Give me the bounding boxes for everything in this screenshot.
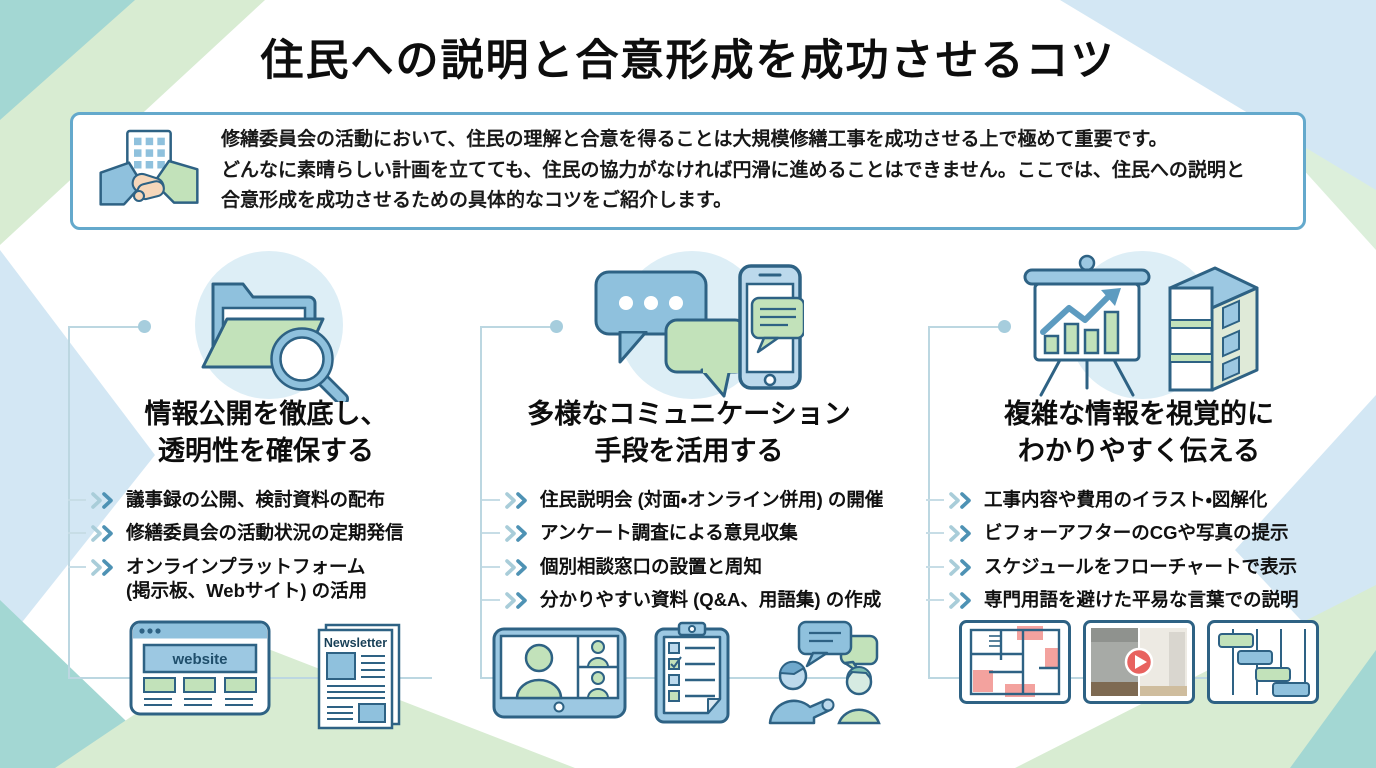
connector-line <box>68 326 70 677</box>
double-chevron-icon <box>505 525 527 543</box>
bullet-list: 住民説明会 (対面・オンライン併用) の開催 アンケート調査による意見収集 個別… <box>482 488 904 622</box>
website-browser-illustration: website <box>129 620 271 716</box>
double-chevron-icon <box>949 559 971 576</box>
connector-dot <box>138 320 151 333</box>
intro-box: 修繕委員会の活動において、住民の理解と合意を得ることは大規模修繕工事を成功させる… <box>70 112 1306 230</box>
list-item: アンケート調査による意見収集 <box>482 521 904 545</box>
bullet-text: 個別相談窓口の設置と周知 <box>540 555 763 577</box>
double-chevron-icon <box>505 592 527 610</box>
connector-line <box>928 326 930 677</box>
double-chevron-icon <box>91 492 113 509</box>
list-item: スケジュールをフローチャートで表示 <box>926 555 1356 579</box>
list-item: 修繕委員会の活動状況の定期発信 <box>68 521 466 545</box>
bullet-text: 修繕委員会の活動状況の定期発信 <box>126 522 404 544</box>
bullet-list: 議事録の公開、検討資料の配布 修繕委員会の活動状況の定期発信 オンラインプラット… <box>68 488 466 613</box>
before-after-photo-illustration <box>1083 620 1195 704</box>
double-chevron-icon <box>505 559 527 576</box>
columns-section: 情報公開を徹底し、 透明性を確保する 議事録の公開、検討資料の配布 修繕委員会の… <box>0 248 1376 768</box>
double-chevron-icon <box>91 525 113 543</box>
heading-line: 手段を活用する <box>594 436 784 467</box>
video-call-tablet-illustration <box>492 627 626 718</box>
floor-plan-illustration <box>959 620 1071 704</box>
connector-dot <box>550 320 563 333</box>
illustration-row <box>474 620 904 725</box>
bullet-text: ビフォーアフターのCGや写真の提示 <box>984 522 1289 544</box>
column-heading: 多様なコミュニケーション 手段を活用する <box>474 396 904 471</box>
column-heading: 情報公開を徹底し、 透明性を確保する <box>62 396 470 471</box>
heading-line: 多様なコミュニケーション <box>527 399 851 429</box>
heading-line: 複雑な情報を視覚的に <box>1004 399 1274 429</box>
chat-bubbles-smartphone-icon <box>594 251 804 399</box>
column-information-disclosure: 情報公開を徹底し、 透明性を確保する 議事録の公開、検討資料の配布 修繕委員会の… <box>62 248 470 768</box>
folder-magnifier-icon <box>195 251 349 402</box>
bullet-text: 分かりやすい資料 (Q&A、用語集) の作成 <box>540 589 882 611</box>
connector-dot <box>998 320 1011 333</box>
intro-line-3: 合意形成を成功させるための具体的なコツをご紹介します。 <box>221 190 733 212</box>
bullet-text: 専門用語を避けた平易な言葉での説明 <box>984 589 1299 611</box>
page-title: 住民への説明と合意形成を成功させるコツ <box>260 37 1116 85</box>
website-label: website <box>171 651 227 668</box>
connector-line <box>480 326 482 677</box>
list-item: 専門用語を避けた平易な言葉での説明 <box>926 588 1356 612</box>
list-item: 議事録の公開、検討資料の配布 <box>68 488 466 512</box>
connector-line <box>68 326 144 328</box>
gantt-chart-illustration <box>1207 620 1319 704</box>
list-item: ビフォーアフターのCGや写真の提示 <box>926 521 1356 545</box>
survey-clipboard-illustration <box>654 621 729 723</box>
bullet-text: 住民説明会 (対面・オンライン併用) の開催 <box>540 489 884 510</box>
newsletter-label: Newsletter <box>324 636 387 650</box>
intro-line-1: 修繕委員会の活動において、住民の理解と合意を得ることは大規模修繕工事を成功させる… <box>221 128 1168 150</box>
double-chevron-icon <box>949 525 971 543</box>
handshake-building-icon <box>99 129 199 206</box>
list-item: 分かりやすい資料 (Q&A、用語集) の作成 <box>482 588 904 612</box>
bullet-text: オンラインプラットフォーム <box>126 555 366 577</box>
list-item: 住民説明会 (対面・オンライン併用) の開催 <box>482 488 904 512</box>
list-item: 工事内容や費用のイラスト・図解化 <box>926 488 1356 512</box>
illustration-row <box>922 620 1356 704</box>
column-diverse-communication: 多様なコミュニケーション 手段を活用する 住民説明会 (対面・オンライン併用) … <box>474 248 904 768</box>
presentation-chart-building-icon <box>1023 251 1258 399</box>
bullet-text: スケジュールをフローチャートで表示 <box>984 555 1298 577</box>
illustration-row: website Newsletter <box>62 620 470 730</box>
heading-line: 透明性を確保する <box>158 436 374 467</box>
connector-line <box>928 326 1004 328</box>
bullet-text: 工事内容や費用のイラスト・図解化 <box>984 489 1268 510</box>
connector-line <box>480 326 556 328</box>
list-item: 個別相談窓口の設置と周知 <box>482 555 904 579</box>
bullet-text: アンケート調査による意見収集 <box>540 522 798 544</box>
double-chevron-icon <box>505 492 527 509</box>
double-chevron-icon <box>91 559 113 576</box>
column-visual-communication: 複雑な情報を視覚的に わかりやすく伝える 工事内容や費用のイラスト・図解化 ビフ… <box>922 248 1356 768</box>
double-chevron-icon <box>949 592 971 610</box>
bullet-list: 工事内容や費用のイラスト・図解化 ビフォーアフターのCGや写真の提示 スケジュー… <box>926 488 1356 622</box>
intro-text: 修繕委員会の活動において、住民の理解と合意を得ることは大規模修繕工事を成功させる… <box>221 125 1245 217</box>
column-heading: 複雑な情報を視覚的に わかりやすく伝える <box>922 396 1356 471</box>
bullet-text: 議事録の公開、検討資料の配布 <box>126 489 386 510</box>
double-chevron-icon <box>949 492 971 509</box>
people-talking-illustration <box>768 620 881 725</box>
heading-line: わかりやすく伝える <box>1017 436 1261 467</box>
heading-line: 情報公開を徹底し、 <box>144 399 388 429</box>
intro-line-2: どんなに素晴らしい計画を立てても、住民の協力がなければ円滑に進めることはできませ… <box>221 159 1245 181</box>
bullet-text: (掲示板、Webサイト) の活用 <box>126 580 368 602</box>
newsletter-illustration: Newsletter <box>317 623 401 730</box>
list-item: オンラインプラットフォーム (掲示板、Webサイト) の活用 <box>68 555 466 604</box>
